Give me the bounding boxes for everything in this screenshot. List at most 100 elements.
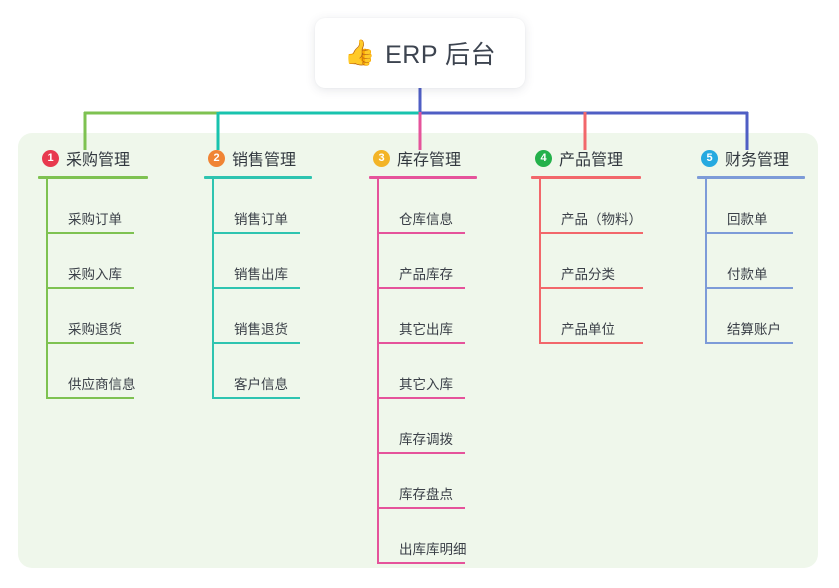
branch-item[interactable]: 产品库存 bbox=[377, 234, 477, 289]
branch-column-3: 3 库存管理仓库信息产品库存其它出库其它入库库存调拨库存盘点出库库明细 bbox=[369, 146, 477, 564]
branch-column-4: 4 产品管理产品（物料） 产品分类产品单位 bbox=[531, 146, 643, 344]
branch-item-underline bbox=[46, 342, 134, 344]
branch-item-underline bbox=[377, 562, 465, 564]
branch-underline bbox=[697, 176, 805, 179]
branch-item-underline bbox=[377, 397, 465, 399]
branch-column-5: 5 财务管理回款单付款单结算账户 bbox=[697, 146, 805, 344]
branch-item[interactable]: 库存盘点 bbox=[377, 454, 477, 509]
branch-item-label: 采购订单 bbox=[68, 212, 122, 227]
branch-item-underline bbox=[212, 232, 300, 234]
branch-item-label: 供应商信息 bbox=[68, 377, 136, 392]
branch-item[interactable]: 回款单 bbox=[705, 179, 805, 234]
branch-items: 回款单付款单结算账户 bbox=[697, 179, 805, 344]
branch-item-label: 付款单 bbox=[727, 267, 768, 282]
branch-item-label: 结算账户 bbox=[727, 322, 781, 337]
branch-item-label: 其它入库 bbox=[399, 377, 453, 392]
branch-title: 销售管理 bbox=[232, 152, 297, 169]
branch-item-underline bbox=[377, 287, 465, 289]
branch-spine bbox=[539, 179, 541, 344]
root-node[interactable]: 👍 ERP 后台 bbox=[315, 18, 525, 88]
branch-item-underline bbox=[377, 452, 465, 454]
branch-item[interactable]: 销售出库 bbox=[212, 234, 312, 289]
branch-item[interactable]: 销售退货 bbox=[212, 289, 312, 344]
branch-item-underline bbox=[212, 397, 300, 399]
branch-item-underline bbox=[46, 287, 134, 289]
thumbs-up-icon: 👍 bbox=[343, 38, 376, 67]
branch-item-label: 产品单位 bbox=[561, 322, 615, 337]
branch-header-5[interactable]: 5 财务管理 bbox=[697, 146, 805, 170]
diagram-background-panel bbox=[18, 133, 818, 568]
branch-number-badge: 4 bbox=[535, 149, 552, 167]
branch-item-label: 回款单 bbox=[727, 212, 768, 227]
branch-item-underline bbox=[212, 342, 300, 344]
branch-spine bbox=[212, 179, 214, 399]
branch-item-label: 产品分类 bbox=[561, 267, 615, 282]
branch-item[interactable]: 产品（物料） bbox=[539, 179, 643, 234]
branch-item-underline bbox=[46, 397, 134, 399]
branch-item-label: 采购入库 bbox=[68, 267, 122, 282]
branch-item[interactable]: 销售订单 bbox=[212, 179, 312, 234]
branch-underline bbox=[204, 176, 312, 179]
branch-item-label: 销售退货 bbox=[234, 322, 288, 337]
branch-spine bbox=[377, 179, 379, 564]
branch-item[interactable]: 库存调拨 bbox=[377, 399, 477, 454]
root-title: ERP 后台 bbox=[385, 41, 497, 69]
branch-title: 库存管理 bbox=[397, 152, 462, 169]
branch-items: 仓库信息产品库存其它出库其它入库库存调拨库存盘点出库库明细 bbox=[369, 179, 477, 564]
branch-item[interactable]: 产品单位 bbox=[539, 289, 643, 344]
branch-item-underline bbox=[705, 287, 793, 289]
branch-item[interactable]: 采购订单 bbox=[46, 179, 148, 234]
branch-items: 销售订单销售出库销售退货客户信息 bbox=[204, 179, 312, 399]
branch-spine bbox=[46, 179, 48, 399]
branch-number-badge: 5 bbox=[701, 149, 718, 167]
branch-item-underline bbox=[539, 287, 643, 289]
branch-items: 产品（物料） 产品分类产品单位 bbox=[531, 179, 643, 344]
branch-item-label: 客户信息 bbox=[234, 377, 288, 392]
branch-underline bbox=[369, 176, 477, 179]
branch-item-label: 产品（物料） bbox=[561, 212, 642, 227]
branch-item[interactable]: 采购退货 bbox=[46, 289, 148, 344]
branch-item-label: 库存盘点 bbox=[399, 487, 453, 502]
root-node-content: 👍 ERP 后台 bbox=[344, 35, 496, 71]
branch-underline bbox=[531, 176, 641, 179]
branch-title: 财务管理 bbox=[725, 152, 790, 169]
branch-item[interactable]: 出库库明细 bbox=[377, 509, 477, 564]
branch-header-2[interactable]: 2 销售管理 bbox=[204, 146, 312, 170]
branch-item-underline bbox=[212, 287, 300, 289]
branch-column-2: 2 销售管理销售订单销售出库销售退货客户信息 bbox=[204, 146, 312, 399]
branch-spine bbox=[705, 179, 707, 344]
branch-item-label: 产品库存 bbox=[399, 267, 453, 282]
branch-title: 采购管理 bbox=[66, 152, 131, 169]
branch-item-label: 采购退货 bbox=[68, 322, 122, 337]
branch-item[interactable]: 产品分类 bbox=[539, 234, 643, 289]
branch-header-4[interactable]: 4 产品管理 bbox=[531, 146, 642, 170]
branch-item-underline bbox=[377, 507, 465, 509]
branch-item-label: 库存调拨 bbox=[399, 432, 453, 447]
branch-item-label: 出库库明细 bbox=[399, 542, 467, 557]
branch-item-underline bbox=[377, 232, 465, 234]
branch-item-underline bbox=[377, 342, 465, 344]
branch-item[interactable]: 结算账户 bbox=[705, 289, 805, 344]
branch-item-underline bbox=[539, 342, 643, 344]
branch-number-badge: 2 bbox=[208, 149, 225, 167]
branch-item-underline bbox=[46, 232, 134, 234]
branch-number-badge: 3 bbox=[373, 149, 390, 167]
branch-item[interactable]: 仓库信息 bbox=[377, 179, 477, 234]
branch-item[interactable]: 其它入库 bbox=[377, 344, 477, 399]
branch-item[interactable]: 其它出库 bbox=[377, 289, 477, 344]
branch-item-label: 销售订单 bbox=[234, 212, 288, 227]
branch-item-label: 销售出库 bbox=[234, 267, 288, 282]
branch-items: 采购订单采购入库采购退货供应商信息 bbox=[38, 179, 148, 399]
branch-title: 产品管理 bbox=[559, 152, 624, 169]
branch-underline bbox=[38, 176, 148, 179]
branch-item[interactable]: 付款单 bbox=[705, 234, 805, 289]
branch-header-3[interactable]: 3 库存管理 bbox=[369, 146, 477, 170]
branch-item-label: 仓库信息 bbox=[399, 212, 453, 227]
branch-item[interactable]: 供应商信息 bbox=[46, 344, 148, 399]
branch-item-underline bbox=[705, 342, 793, 344]
branch-item[interactable]: 客户信息 bbox=[212, 344, 312, 399]
branch-item[interactable]: 采购入库 bbox=[46, 234, 148, 289]
